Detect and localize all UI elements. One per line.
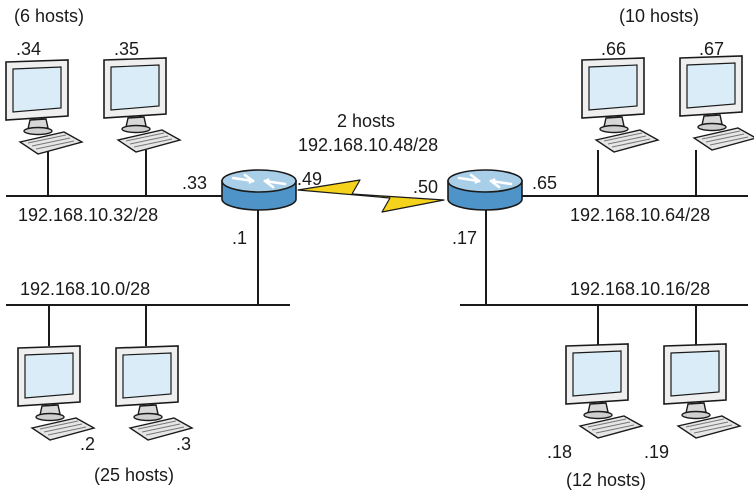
subnet-label-bottom-left: 192.168.10.0/28: [20, 279, 150, 299]
computer-icon-34: [5, 59, 83, 155]
serial-link-icon: [297, 179, 445, 213]
computer-icon-3: [115, 345, 193, 441]
pc-address-3: .3: [176, 434, 191, 454]
pc-address-18: .18: [547, 442, 572, 462]
pc-address-67: .67: [699, 39, 724, 59]
host-count-top-left: (6 hosts): [14, 6, 84, 26]
router-icon-left: [220, 168, 298, 212]
pc-address-2: .2: [80, 434, 95, 454]
computer-icon-19: [663, 343, 741, 439]
pc-address-19: .19: [644, 442, 669, 462]
computer-icon-2: [17, 345, 95, 441]
pc-address-34: .34: [16, 39, 41, 59]
subnet-label-top-left: 192.168.10.32/28: [18, 205, 158, 225]
subnet-label-top-right: 192.168.10.64/28: [570, 205, 710, 225]
subnet-label-bottom-right: 192.168.10.16/28: [570, 279, 710, 299]
computer-icon-67: [679, 55, 754, 151]
interface-label-left-serial: .49: [297, 169, 322, 189]
interface-label-right-lan: .65: [532, 173, 557, 193]
pc-address-66: .66: [601, 39, 626, 59]
computer-icon-35: [103, 57, 181, 153]
interface-label-right-bottom: .17: [452, 228, 477, 248]
interface-label-left-bottom: .1: [232, 228, 247, 248]
interface-label-right-serial: .50: [413, 177, 438, 197]
computer-icon-66: [581, 57, 659, 153]
computer-icon-18: [565, 343, 643, 439]
host-count-top-right: (10 hosts): [619, 6, 699, 26]
host-count-bottom-left: (25 hosts): [94, 465, 174, 485]
interface-label-left-lan: .33: [182, 173, 207, 193]
router-icon-right: [446, 168, 524, 212]
host-count-bottom-right: (12 hosts): [566, 470, 646, 490]
pc-address-35: .35: [114, 39, 139, 59]
wan-host-count: 2 hosts: [337, 111, 395, 131]
wan-subnet-label: 192.168.10.48/28: [298, 135, 438, 155]
